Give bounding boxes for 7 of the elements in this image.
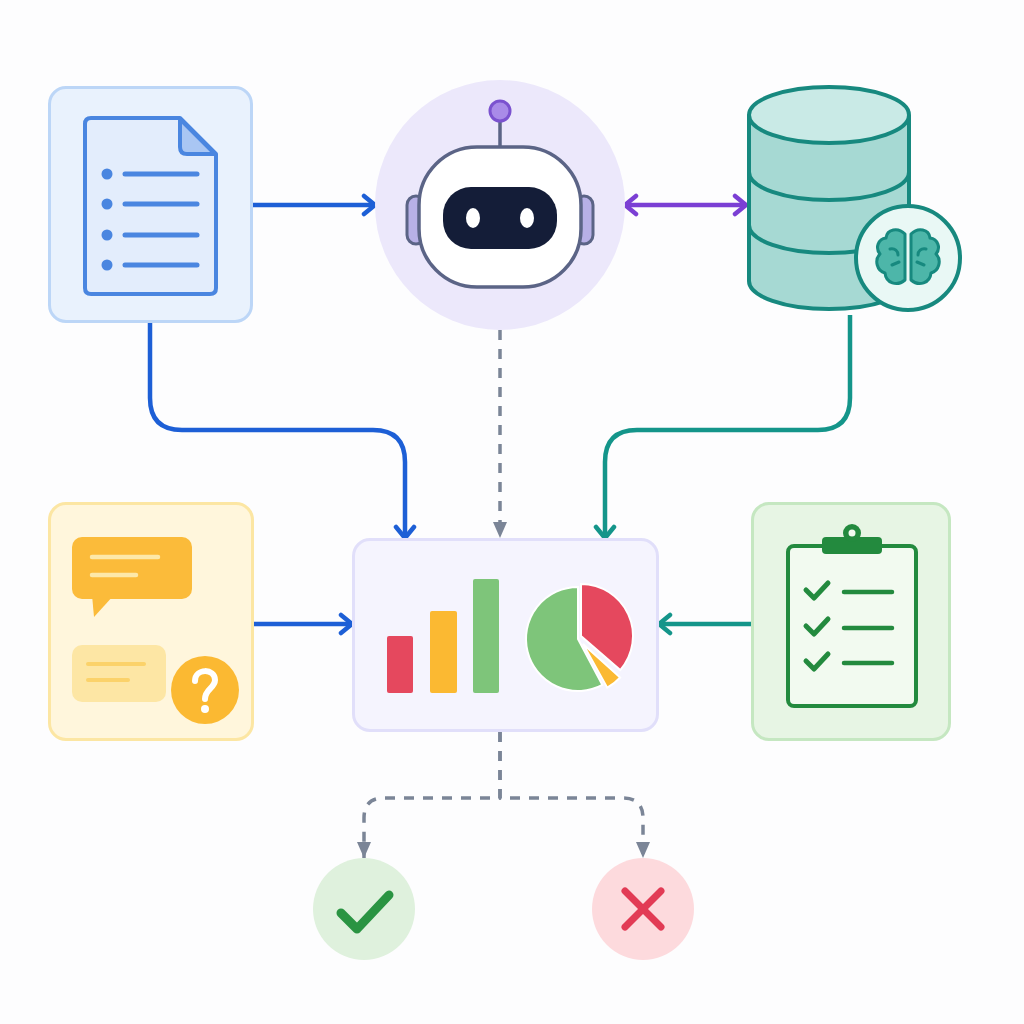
chart-card: [352, 538, 659, 732]
chat-card: [48, 502, 254, 741]
dashed-arrow: [493, 330, 507, 538]
document-card: [48, 86, 253, 323]
dashed-arrow: [498, 732, 650, 858]
checklist-card: [751, 502, 951, 741]
double-headed-arrow: [622, 193, 749, 217]
